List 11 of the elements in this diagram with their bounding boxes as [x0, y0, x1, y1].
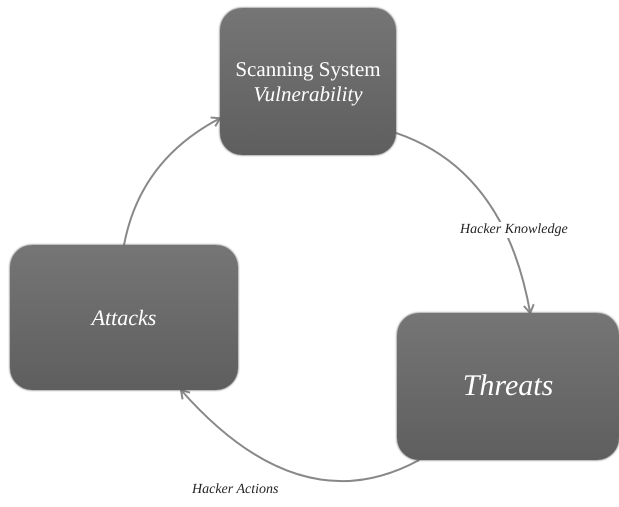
box-subtitle: Vulnerability — [253, 82, 363, 106]
box-title: Scanning System — [235, 57, 381, 82]
edge-label: Hacker Knowledge — [458, 222, 570, 238]
box-title: Threats — [462, 369, 554, 404]
box-title: Attacks — [92, 304, 156, 330]
curved-arrow — [180, 389, 420, 482]
curved-arrow — [396, 132, 534, 314]
process-box — [220, 8, 396, 155]
curved-arrow — [123, 116, 221, 246]
process-box — [397, 313, 619, 460]
process-box — [10, 245, 238, 390]
